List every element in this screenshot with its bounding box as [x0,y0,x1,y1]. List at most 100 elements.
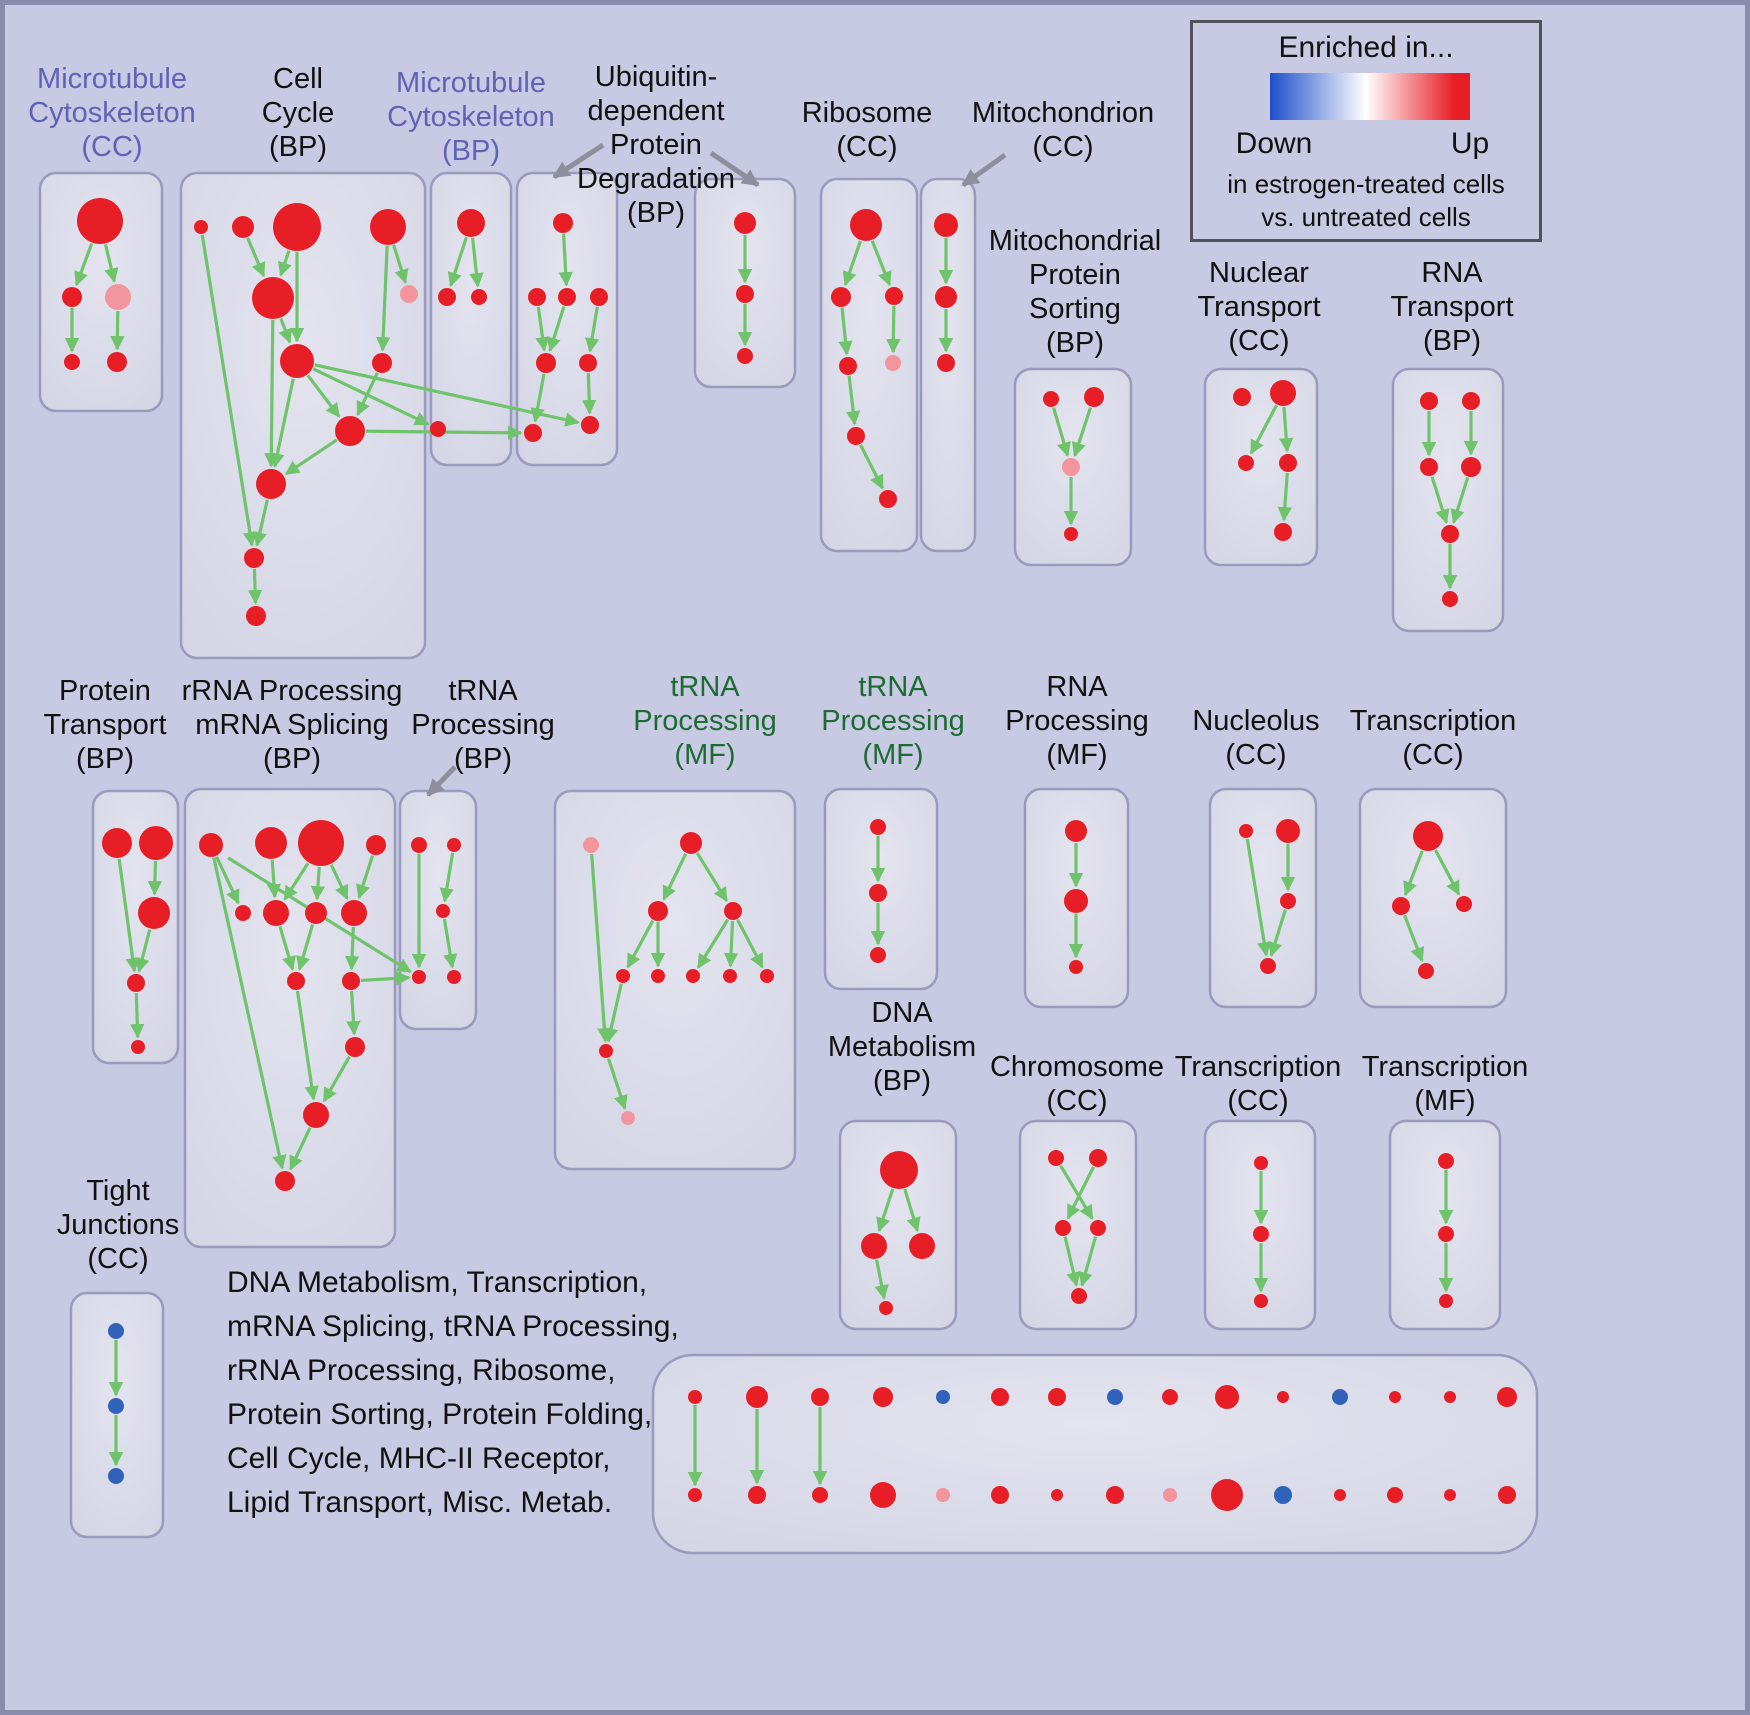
go-term-node-up [885,287,903,305]
go-term-node-up [1048,1150,1064,1166]
label-pointer-arrow [709,150,760,188]
edge-arrow [1450,477,1470,524]
go-term-node-up [411,837,427,853]
go-term-node-up [1233,388,1251,406]
go-term-node-up [651,969,665,983]
go-term-node-pink [621,1111,635,1125]
go-term-node-up [256,469,286,499]
legend-subtitle-line1: in estrogen-treated cells [1227,169,1505,199]
edge-arrow [130,992,145,1039]
edge-arrow [278,317,292,344]
go-term-node-up [734,212,756,234]
edge-arrow [447,236,468,287]
go-term-node-up [263,900,289,926]
edge-arrow [859,444,884,490]
edge-arrow [874,1259,889,1300]
go-term-node-up [1444,1489,1456,1501]
go-term-node-up [869,884,887,902]
edge-arrow [581,372,597,415]
edge-arrow [838,307,853,356]
go-term-node-up [686,969,700,983]
edge-arrow [1071,406,1093,457]
go-term-node-up [64,354,80,370]
edge-arrow [212,857,287,1170]
go-term-node-pink [885,355,901,371]
go-term-node-up [1498,1486,1516,1504]
edge-arrow [117,858,140,973]
edge-arrow [626,919,655,969]
go-term-node-up [723,969,737,983]
go-term-node-down [108,1323,124,1339]
edge-arrow [329,864,349,900]
go-term-node-up [934,213,958,237]
edge-arrow [846,375,861,426]
go-term-node-up [746,1386,768,1408]
edge-arrow [870,240,892,287]
go-term-node-up [138,897,170,929]
edge-arrow [296,924,315,971]
cluster-box-misc-metabolism [651,1353,1539,1555]
edge-arrow [662,853,688,901]
go-term-node-up [812,1487,828,1503]
edge-arrow [344,926,360,971]
go-term-node-pink [400,285,418,303]
edge-arrow [1245,838,1272,957]
go-term-node-up [909,1233,935,1259]
edge-arrow [392,244,409,284]
go-term-node-up [880,1151,918,1189]
edge-arrow [74,242,94,287]
edge-arrow [1249,404,1278,455]
go-term-node-up [991,1486,1009,1504]
edge-arrow [535,306,550,352]
edge-arrow [346,990,361,1036]
edge-arrow [736,919,764,969]
edge-arrow [1277,472,1292,522]
go-term-node-up [1387,1487,1403,1503]
go-term-node-up [199,833,223,857]
go-term-node-up [1043,391,1059,407]
label-pointer-arrow [426,765,457,797]
go-term-node-pink [583,837,599,853]
edge-arrow [1434,849,1461,896]
go-term-node-up [1444,1391,1456,1403]
cluster-box-nucleolus-cc [1208,787,1318,1009]
edge-arrow [842,240,862,287]
go-term-node-up [1215,1385,1239,1409]
go-term-node-up [255,827,287,859]
cluster-box-microtubule-cytoskeleton-bp [429,171,513,467]
go-term-node-up [1462,392,1480,410]
edge-arrow [1430,476,1450,524]
go-term-node-up [1439,1294,1453,1308]
go-term-node-up [447,838,461,852]
go-term-node-up [194,220,208,234]
go-term-node-up [1442,591,1458,607]
edge-arrow [264,319,279,468]
go-term-node-up [737,348,753,364]
edge-arrow [1063,1236,1081,1287]
go-term-node-down [936,1390,950,1404]
cluster-box-chromosome-cc [1018,1119,1138,1331]
go-term-node-up [760,969,774,983]
go-term-node-up [831,287,851,307]
go-term-node-up [1461,457,1481,477]
go-term-node-up [246,606,266,626]
edge-arrow [723,920,739,968]
go-term-node-up [1280,893,1296,909]
go-term-node-up [688,1488,702,1502]
go-term-node-up [870,1482,896,1508]
go-term-node-up [1253,1226,1269,1242]
go-term-node-up [1048,1388,1066,1406]
edge-arrow [886,305,901,354]
edge-arrow [558,233,573,287]
go-term-node-up [1276,819,1300,843]
edge-arrow [606,1058,628,1110]
go-term-node-up [847,427,865,445]
edge-arrow [312,367,430,426]
legend-up-label: Up [1450,127,1490,160]
edge-arrow [295,990,319,1101]
go-term-node-up [528,288,546,306]
edge-arrow [360,971,411,986]
go-term-node-up [335,416,365,446]
go-term-node-up [879,490,897,508]
go-term-node-up [553,213,573,233]
